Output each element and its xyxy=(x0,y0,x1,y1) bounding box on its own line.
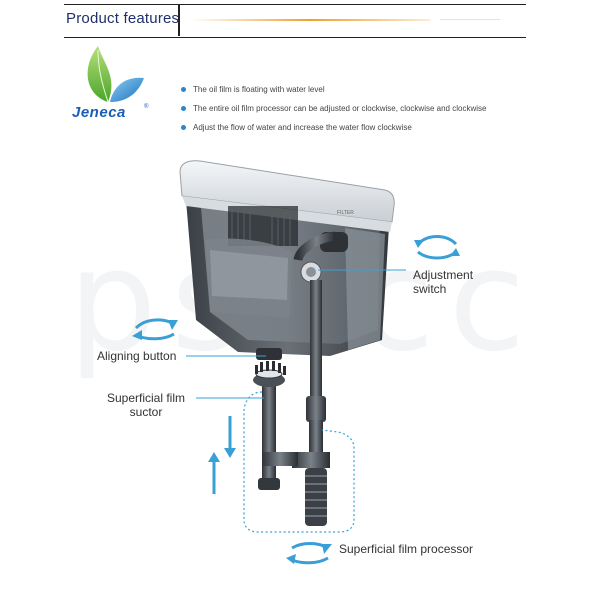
leaf-logo-icon xyxy=(87,46,144,103)
rotate-arrows-icon xyxy=(414,235,460,260)
feature-item: The entire oil film processor can be adj… xyxy=(193,104,487,113)
header-faint-line xyxy=(440,19,500,20)
callout-adjustment-switch: Adjustment switch xyxy=(413,268,473,296)
callout-superficial-film-suctor: Superficial film suctor xyxy=(100,391,192,419)
bullet-icon xyxy=(181,106,186,111)
bullet-icon xyxy=(181,87,186,92)
callout-superficial-film-processor: Superficial film processor xyxy=(339,542,474,556)
registered-mark: ® xyxy=(144,104,149,110)
header-bar xyxy=(64,4,526,38)
callout-aligning-button: Aligning button xyxy=(97,349,177,363)
feature-item: Adjust the flow of water and increase th… xyxy=(193,123,412,132)
callout-line-2: switch xyxy=(413,282,447,296)
device-label: FILTER xyxy=(337,210,354,216)
up-down-arrows-icon xyxy=(208,416,236,494)
brand-name: Jeneca xyxy=(72,104,126,121)
page-title: Product features xyxy=(66,10,180,27)
callout-line-2: suctor xyxy=(129,405,163,419)
feature-item: The oil film is floating with water leve… xyxy=(193,85,325,94)
bullet-icon xyxy=(181,125,186,130)
callout-line-1: Superficial film xyxy=(106,391,186,405)
rotate-arrows-icon xyxy=(132,318,178,341)
callout-line-1: Adjustment xyxy=(413,268,474,282)
accent-line xyxy=(190,19,430,21)
header-divider xyxy=(178,5,180,36)
rotate-arrows-icon xyxy=(286,542,332,565)
